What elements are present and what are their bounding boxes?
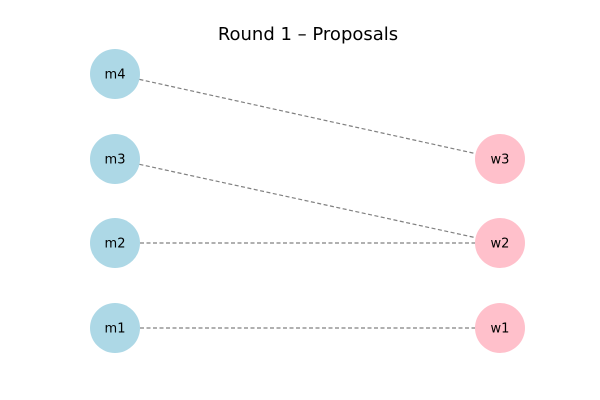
proposal-edges <box>139 78 476 329</box>
node-label-w1: w1 <box>491 322 510 337</box>
node-circle-w1 <box>475 303 525 353</box>
node-label-m2: m2 <box>105 237 126 252</box>
node-circle-w3 <box>475 134 525 184</box>
node-label-w3: w3 <box>491 153 510 168</box>
node-w2: w2 <box>475 218 525 268</box>
node-m4: m4 <box>90 49 140 99</box>
node-w3: w3 <box>475 134 525 184</box>
proposal-edge-m3-w2 <box>139 163 476 239</box>
node-circle-w2 <box>475 218 525 268</box>
node-label-m1: m1 <box>105 322 126 337</box>
node-circle-m4 <box>90 49 140 99</box>
diagram-title: Round 1 – Proposals <box>218 24 398 45</box>
node-circle-m2 <box>90 218 140 268</box>
node-w1: w1 <box>475 303 525 353</box>
node-m1: m1 <box>90 303 140 353</box>
node-m3: m3 <box>90 134 140 184</box>
node-circle-m1 <box>90 303 140 353</box>
node-circle-m3 <box>90 134 140 184</box>
proposal-edge-m4-w3 <box>139 78 476 155</box>
person-nodes: m1 m2 m3 m4 w1 w2 w3 <box>90 49 525 353</box>
node-m2: m2 <box>90 218 140 268</box>
node-label-m4: m4 <box>105 68 126 83</box>
node-label-m3: m3 <box>105 153 126 168</box>
node-label-w2: w2 <box>491 237 510 252</box>
